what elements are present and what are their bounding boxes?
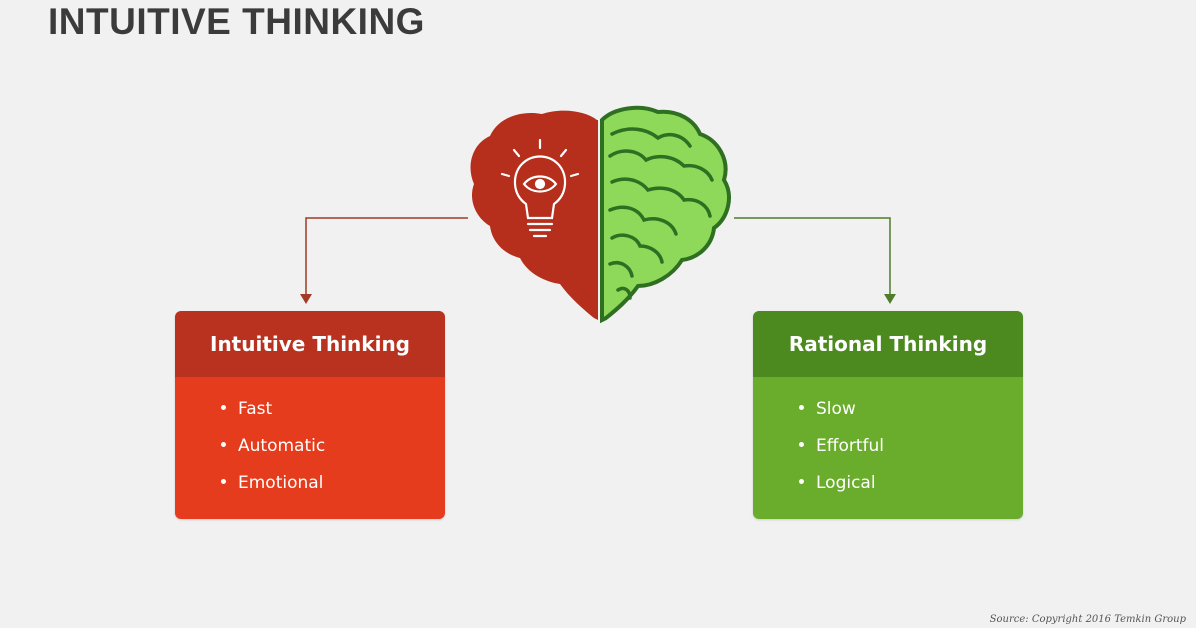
intuitive-thinking-card: Intuitive Thinking Fast Automatic Emotio… [175, 311, 445, 519]
connector-right [734, 217, 891, 302]
bullet-icon [221, 404, 226, 410]
bullet-icon [799, 478, 804, 484]
bullet-icon [799, 404, 804, 410]
rational-list: Slow Effortful Logical [753, 377, 1023, 502]
list-item: Logical [799, 465, 1023, 502]
list-item: Slow [799, 391, 1023, 428]
bullet-icon [221, 441, 226, 447]
bullet-icon [799, 441, 804, 447]
page-title: INTUITIVE THINKING [48, 1, 425, 42]
lightbulb-eye-icon [500, 138, 580, 238]
rational-thinking-card: Rational Thinking Slow Effortful Logical [753, 311, 1023, 519]
bullet-icon [221, 478, 226, 484]
brain-heart-icon [470, 105, 731, 324]
rational-card-body: Slow Effortful Logical [753, 377, 1023, 519]
arrow-right-icon [884, 294, 896, 304]
source-note: Source: Copyright 2016 Temkin Group [989, 614, 1186, 625]
list-item: Effortful [799, 428, 1023, 465]
list-item: Automatic [221, 428, 445, 465]
connector-left [305, 217, 468, 302]
brain-right-half-icon [600, 105, 731, 324]
arrow-left-icon [300, 294, 312, 304]
intuitive-card-body: Fast Automatic Emotional [175, 377, 445, 519]
list-item: Emotional [221, 465, 445, 502]
intuitive-card-heading: Intuitive Thinking [175, 311, 445, 377]
brain-left-half-icon [470, 110, 598, 320]
rational-card-heading: Rational Thinking [753, 311, 1023, 377]
intuitive-list: Fast Automatic Emotional [175, 377, 445, 502]
list-item: Fast [221, 391, 445, 428]
